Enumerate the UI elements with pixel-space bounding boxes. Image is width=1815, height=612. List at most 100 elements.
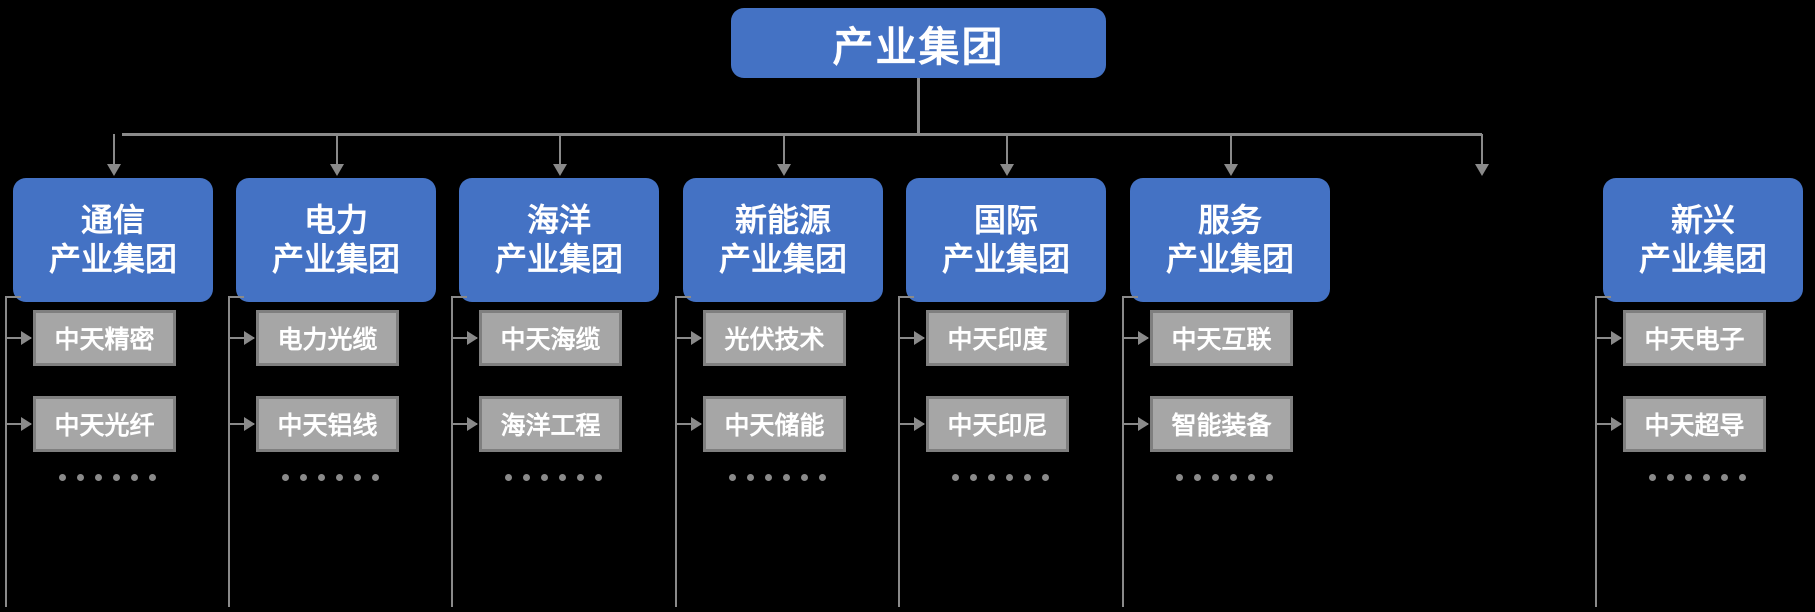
ellipsis-dot (765, 474, 772, 481)
column-spine-tick-7 (1595, 296, 1611, 298)
subsidiary-node-label: 光伏技术 (724, 326, 825, 354)
department-node-line2: 产业集团 (48, 241, 177, 277)
subsidiary-node-3-1[interactable]: 中天海缆 (479, 310, 622, 366)
column-ellipsis-2 (282, 474, 379, 481)
department-node-4[interactable]: 新能源产业集团 (683, 178, 883, 302)
subsidiary-node-label: 中天电子 (1644, 326, 1745, 354)
subsidiary-node-label: 中天印尼 (947, 412, 1048, 440)
arrow-right-icon (244, 417, 255, 431)
subsidiary-node-4-1[interactable]: 光伏技术 (703, 310, 846, 366)
department-node-5[interactable]: 国际产业集团 (906, 178, 1106, 302)
subsidiary-node-1-1[interactable]: 中天精密 (33, 310, 176, 366)
drop-connector-4 (777, 134, 791, 176)
drop-connector-7 (1475, 134, 1489, 176)
column-ellipsis-1 (59, 474, 156, 481)
ellipsis-dot (77, 474, 84, 481)
ellipsis-dot (1739, 474, 1746, 481)
department-node-line1: 电力 (303, 201, 368, 238)
department-node-line1: 服务 (1197, 201, 1262, 238)
ellipsis-dot (354, 474, 361, 481)
subsidiary-node-7-1[interactable]: 中天电子 (1623, 310, 1766, 366)
arrow-right-icon (691, 331, 702, 345)
ellipsis-dot (747, 474, 754, 481)
subsidiary-node-6-2[interactable]: 智能装备 (1150, 396, 1293, 452)
child-connector-7-2 (1597, 417, 1622, 431)
arrow-right-icon (914, 331, 925, 345)
subsidiary-node-4-2[interactable]: 中天储能 (703, 396, 846, 452)
ellipsis-dot (988, 474, 995, 481)
subsidiary-node-label: 电力光缆 (277, 326, 378, 354)
subsidiary-node-label: 智能装备 (1171, 412, 1272, 440)
subsidiary-node-label: 海洋工程 (500, 412, 601, 440)
column-spine-7 (1595, 296, 1597, 607)
child-connector-5-1 (900, 331, 925, 345)
ellipsis-dot (1194, 474, 1201, 481)
department-node-line2: 产业集团 (941, 241, 1070, 277)
department-node-line2: 产业集团 (271, 241, 400, 277)
ellipsis-dot (970, 474, 977, 481)
subsidiary-node-5-2[interactable]: 中天印尼 (926, 396, 1069, 452)
arrow-right-icon (1138, 417, 1149, 431)
arrow-right-icon (467, 417, 478, 431)
ellipsis-dot (559, 474, 566, 481)
department-node-line2: 产业集团 (1638, 241, 1767, 277)
root-node-industrial-group[interactable]: 产业集团 (731, 8, 1106, 78)
child-connector-6-2 (1124, 417, 1149, 431)
arrow-right-icon (21, 331, 32, 345)
department-node-line1: 海洋 (526, 201, 591, 238)
column-ellipsis-3 (505, 474, 602, 481)
ellipsis-dot (318, 474, 325, 481)
subsidiary-node-label: 中天海缆 (500, 326, 601, 354)
department-node-6[interactable]: 服务产业集团 (1130, 178, 1330, 302)
drop-connector-2 (330, 134, 344, 176)
ellipsis-dot (282, 474, 289, 481)
ellipsis-dot (113, 474, 120, 481)
child-connector-4-2 (677, 417, 702, 431)
ellipsis-dot (1230, 474, 1237, 481)
column-spine-6 (1122, 296, 1124, 607)
arrow-right-icon (21, 417, 32, 431)
subsidiary-node-5-1[interactable]: 中天印度 (926, 310, 1069, 366)
child-connector-5-2 (900, 417, 925, 431)
arrow-right-icon (1138, 331, 1149, 345)
subsidiary-node-label: 中天印度 (947, 326, 1048, 354)
ellipsis-dot (523, 474, 530, 481)
arrow-right-icon (1611, 417, 1622, 431)
ellipsis-dot (336, 474, 343, 481)
ellipsis-dot (1042, 474, 1049, 481)
column-spine-2 (228, 296, 230, 607)
ellipsis-dot (59, 474, 66, 481)
column-spine-1 (5, 296, 7, 607)
root-trunk-connector (917, 78, 920, 135)
ellipsis-dot (577, 474, 584, 481)
subsidiary-node-3-2[interactable]: 海洋工程 (479, 396, 622, 452)
subsidiary-node-2-2[interactable]: 中天铝线 (256, 396, 399, 452)
subsidiary-node-2-1[interactable]: 电力光缆 (256, 310, 399, 366)
department-node-1[interactable]: 通信产业集团 (13, 178, 213, 302)
column-spine-tick-5 (898, 296, 914, 298)
ellipsis-dot (300, 474, 307, 481)
subsidiary-node-7-2[interactable]: 中天超导 (1623, 396, 1766, 452)
ellipsis-dot (1248, 474, 1255, 481)
department-node-3[interactable]: 海洋产业集团 (459, 178, 659, 302)
subsidiary-node-1-2[interactable]: 中天光纤 (33, 396, 176, 452)
arrow-down-icon (1475, 164, 1489, 176)
arrow-right-icon (244, 331, 255, 345)
department-node-line2: 产业集团 (1165, 241, 1294, 277)
department-node-line1: 新兴 (1670, 201, 1735, 238)
drop-connector-3 (553, 134, 567, 176)
column-ellipsis-5 (952, 474, 1049, 481)
department-node-line2: 产业集团 (494, 241, 623, 277)
ellipsis-dot (1703, 474, 1710, 481)
column-spine-4 (675, 296, 677, 607)
department-node-2[interactable]: 电力产业集团 (236, 178, 436, 302)
arrow-right-icon (914, 417, 925, 431)
column-spine-tick-6 (1122, 296, 1138, 298)
arrow-right-icon (467, 331, 478, 345)
ellipsis-dot (952, 474, 959, 481)
arrow-down-icon (330, 164, 344, 176)
arrow-down-icon (777, 164, 791, 176)
department-node-7[interactable]: 新兴产业集团 (1603, 178, 1803, 302)
subsidiary-node-6-1[interactable]: 中天互联 (1150, 310, 1293, 366)
